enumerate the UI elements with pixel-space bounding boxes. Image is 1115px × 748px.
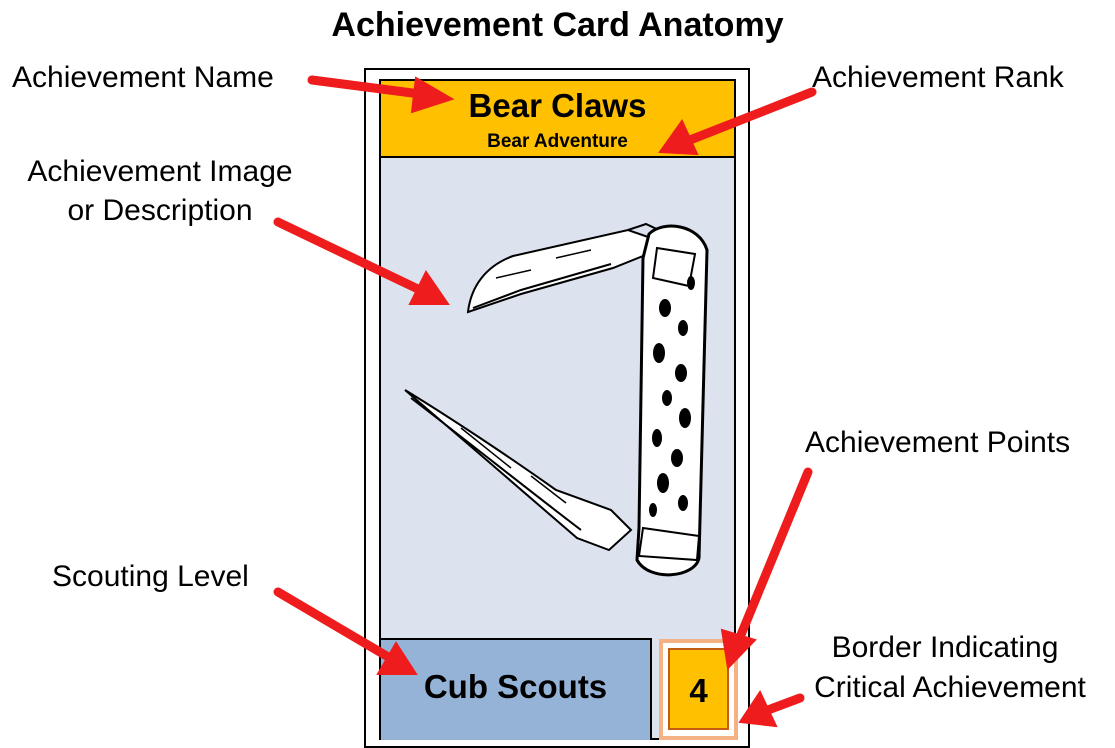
arrow-border (768, 698, 800, 710)
arrow-rank (690, 92, 812, 140)
arrow-level (278, 592, 390, 658)
arrow-points (738, 472, 808, 642)
arrow-name (312, 80, 420, 94)
arrow-image (278, 222, 420, 290)
arrow-points-head (722, 630, 755, 668)
arrow-name-head (412, 78, 452, 112)
